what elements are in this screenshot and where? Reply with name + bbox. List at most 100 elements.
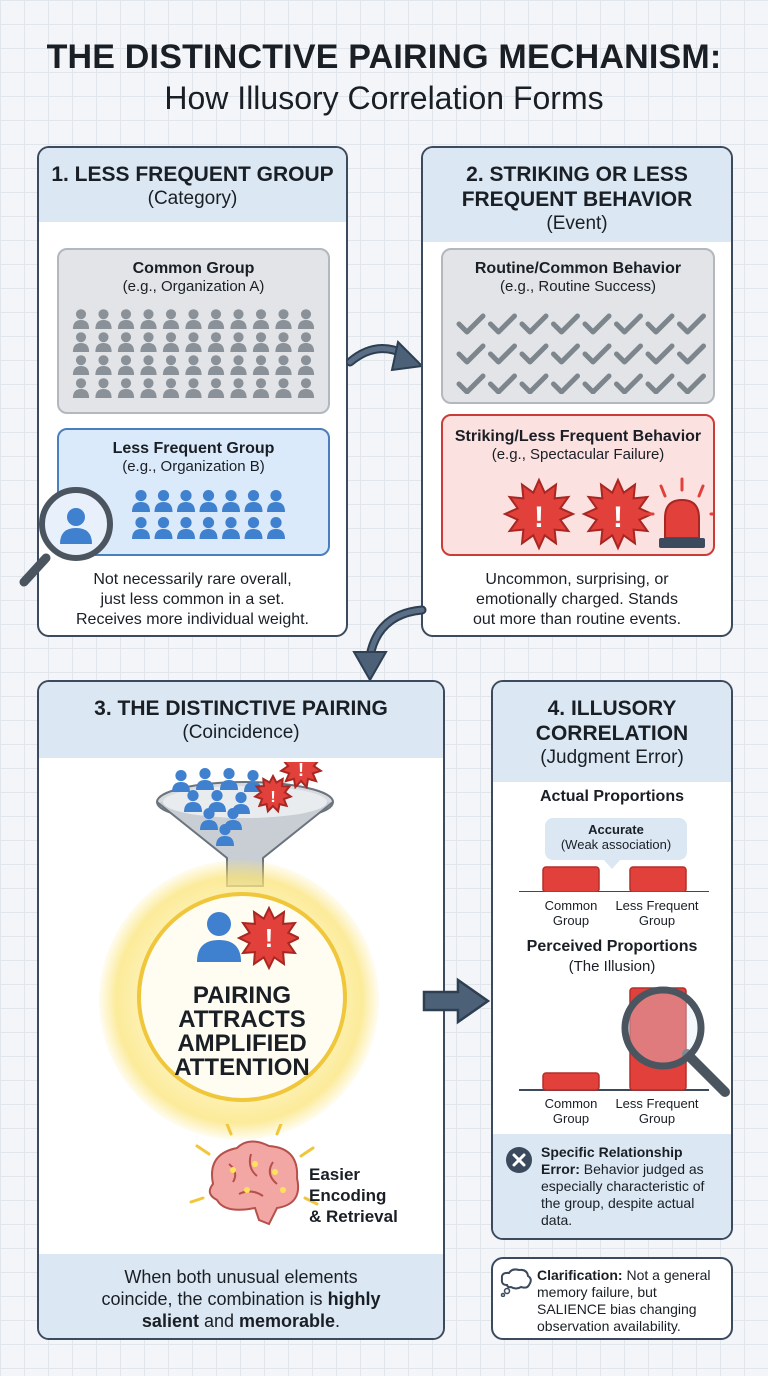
panel4-title-line2: CORRELATION <box>535 722 689 745</box>
checkmark-icon <box>614 313 643 335</box>
arrow-panel3-to-panel4 <box>422 977 491 1025</box>
person-icon <box>162 309 180 329</box>
person-icon <box>72 378 90 398</box>
routine-behavior-example: (e.g., Routine Success) <box>500 278 656 295</box>
person-icon <box>154 490 173 512</box>
person-icon <box>200 808 218 830</box>
alert-burst-icon: ! <box>581 477 655 551</box>
person-icon <box>72 332 90 352</box>
panel-illusory-correlation: 4. ILLUSORY CORRELATION (Judgment Error)… <box>491 680 733 1240</box>
panel1-header: 1. LESS FREQUENT GROUP (Category) <box>39 148 346 222</box>
person-icon <box>199 517 218 539</box>
person-icon <box>267 517 285 539</box>
chart-bar <box>542 866 600 892</box>
checkmark-icon <box>488 313 517 335</box>
checkmark-icon <box>645 313 675 335</box>
person-icon <box>207 309 225 329</box>
person-icon <box>162 378 180 398</box>
less-frequent-people-icons <box>132 490 285 539</box>
panel-striking-behavior: 2. STRIKING OR LESS FREQUENT BEHAVIOR (E… <box>421 146 733 637</box>
person-icon <box>95 378 112 398</box>
person-icon <box>252 378 270 398</box>
magnifier-person-icon <box>19 487 113 587</box>
person-icon <box>199 490 218 512</box>
attention-circle <box>137 892 347 1102</box>
checkmark-icon <box>488 373 517 394</box>
person-icon <box>207 378 225 398</box>
person-icon <box>222 490 240 512</box>
person-icon <box>185 332 202 352</box>
person-icon <box>185 378 202 398</box>
panel4-header: 4. ILLUSORY CORRELATION (Judgment Error) <box>493 682 731 782</box>
panel-distinctive-pairing: 3. THE DISTINCTIVE PAIRING (Coincidence)… <box>37 680 445 1340</box>
person-icon <box>72 309 90 329</box>
arrow-panel2-to-panel3 <box>352 605 427 683</box>
clarification-text: Not a general memory failure, but SALIEN… <box>537 1267 711 1334</box>
striking-behavior-title: Striking/Less Frequent Behavior <box>454 428 702 445</box>
checkmark-icon <box>456 313 486 335</box>
arrow-panel1-to-panel2 <box>346 339 425 372</box>
panel4-title-line1: 4. ILLUSORY <box>547 697 677 720</box>
person-icon <box>177 517 195 539</box>
alert-burst-icons: ! ! <box>502 477 713 551</box>
person-icon <box>244 490 263 512</box>
person-icon <box>95 309 112 329</box>
person-icon <box>172 770 190 792</box>
pairing-icons: ! <box>197 905 299 971</box>
panel2-description: Uncommon, surprising, or emotionally cha… <box>472 571 682 628</box>
person-icon <box>252 309 270 329</box>
panel4-subtitle: (Judgment Error) <box>540 747 684 768</box>
person-icon <box>275 332 292 352</box>
person-icon <box>297 309 315 329</box>
routine-checkmark-icons <box>456 313 706 394</box>
person-icon <box>275 378 292 398</box>
person-icon <box>297 332 315 352</box>
checkmark-icon <box>519 373 549 394</box>
common-group-box: Common Group (e.g., Organization A) <box>57 248 330 414</box>
svg-text:!: ! <box>298 762 304 780</box>
common-group-example: (e.g., Organization A) <box>122 278 265 295</box>
panel2-title-line1: 2. STRIKING OR LESS <box>466 163 688 186</box>
checkmark-icon <box>645 343 675 365</box>
person-icon <box>185 309 202 329</box>
person-icon <box>230 378 247 398</box>
brain-caption: Easier Encoding & Retrieval <box>309 1165 398 1226</box>
actual-proportions-title: Actual Proportions <box>539 788 684 805</box>
checkmark-icon <box>614 343 643 365</box>
checkmark-icon <box>488 343 517 365</box>
actual-proportions-chart <box>519 866 709 892</box>
svg-text:!: ! <box>270 789 275 806</box>
checkmark-icon <box>582 313 612 335</box>
person-icon <box>162 332 180 352</box>
person-icon <box>244 770 262 792</box>
checkmark-icon <box>456 373 486 394</box>
person-icon <box>197 912 241 962</box>
accurate-label: Accurate <box>588 822 644 837</box>
person-icon <box>207 332 225 352</box>
checkmark-icon <box>677 313 706 335</box>
checkmark-icon <box>456 343 486 365</box>
routine-behavior-title: Routine/Common Behavior <box>474 260 682 277</box>
person-icon <box>72 355 90 375</box>
person-icon <box>140 378 157 398</box>
panel1-subtitle: (Category) <box>147 188 238 209</box>
panel3-title: 3. THE DISTINCTIVE PAIRING <box>94 697 388 720</box>
checkmark-icon <box>551 373 580 394</box>
checkmark-icon <box>582 373 612 394</box>
person-icon <box>117 332 135 352</box>
striking-behavior-example: (e.g., Spectacular Failure) <box>491 446 665 463</box>
perceived-proportions-subtitle: (The Illusion) <box>568 958 656 975</box>
accurate-callout: Accurate (Weak association) <box>545 818 687 869</box>
panel3-header: 3. THE DISTINCTIVE PAIRING (Coincidence) <box>39 682 443 758</box>
checkmark-icon <box>519 313 549 335</box>
person-icon <box>95 332 112 352</box>
person-icon <box>196 768 214 790</box>
alert-burst-icon: ! <box>502 477 576 551</box>
checkmark-icon <box>551 343 580 365</box>
close-icon <box>506 1147 532 1173</box>
person-icon <box>117 309 135 329</box>
panel2-header: 2. STRIKING OR LESS FREQUENT BEHAVIOR (E… <box>423 148 731 242</box>
